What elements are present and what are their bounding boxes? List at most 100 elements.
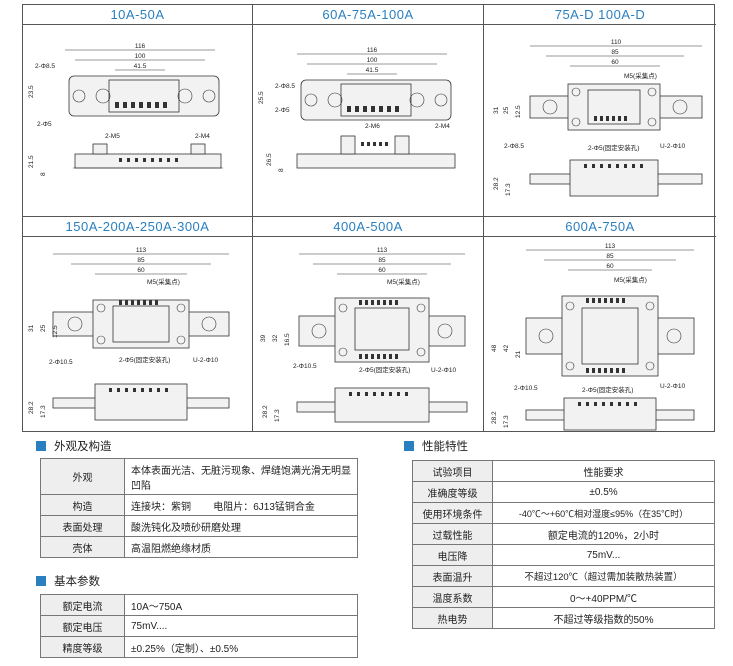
row-label: 外观: [40, 458, 125, 495]
drawing-cell-75a-d: 75A-D 100A-D 110 85 60 M5(采集点) 31 25 12.…: [484, 5, 716, 217]
dim-base-height: 17.3: [503, 415, 510, 428]
dim-screw-b: 2-M4: [435, 123, 450, 130]
table-row: 表面温升 不超过120℃（超过需加装散热装置）: [412, 565, 715, 587]
dim-base-height: 8: [40, 172, 47, 176]
dim-height-2: 42: [503, 344, 510, 352]
dim-screw: M5(采集点): [624, 71, 657, 80]
drawing-cell-400a-500a: 400A-500A 113 85 60 M5(采集点) 39 32 16.5 2…: [253, 217, 484, 432]
row-label: 额定电流: [40, 594, 125, 616]
row-label: 精度等级: [40, 636, 125, 658]
row-value: ±0.5%: [492, 481, 715, 503]
dim-base-height: 17.3: [40, 405, 47, 418]
dim-mid-width: 85: [137, 257, 145, 264]
dim-hole-big: 2-Φ10.5: [293, 363, 317, 370]
dim-screw: M5(采集点): [387, 277, 420, 286]
drawing-cell-10a-50a: 10A-50A 116 100 41.5 2-Φ8.5 2-Φ5 23.5 2-…: [23, 5, 253, 217]
basic-heading-text: 基本参数: [54, 576, 100, 588]
table-row: 构造 连接块：紫铜 电阻片：6J13锰铜合金: [40, 494, 358, 516]
performance-table: 试验项目 性能要求 准确度等级 ±0.5% 使用环境条件 -40℃～+60℃相对…: [412, 460, 715, 629]
dim-height-2: 25: [40, 324, 47, 332]
dim-inner-width: 60: [611, 59, 619, 66]
table-row: 电压降 75mV...: [412, 544, 715, 566]
table-row: 额定电压 75mV....: [40, 615, 358, 637]
cell-title: 60A-75A-100A: [253, 5, 483, 25]
row-value: 本体表面光洁、无脏污现象、焊缝饱满光滑无明显凹陷: [124, 458, 358, 495]
dim-mid-width: 85: [378, 257, 386, 264]
row-value: 不超过等级指数的50%: [492, 607, 715, 629]
row-label: 准确度等级: [412, 481, 493, 503]
row-value: 酸洗钝化及喷砂研磨处理: [124, 515, 358, 537]
dim-height: 31: [493, 106, 500, 114]
section-marker-icon: [36, 576, 46, 586]
dim-screw: M5(采集点): [614, 275, 647, 284]
drawing-cell-150a-300a: 150A-200A-250A-300A 113 85 60 M5(采集点) 31…: [23, 217, 253, 432]
section-marker-icon: [404, 441, 414, 451]
dim-hole-big: 2-Φ10.5: [514, 385, 538, 392]
dim-hole-small: 2-Φ5(固定安装孔): [588, 143, 639, 152]
row-value: 额定电流的120%，2小时: [492, 523, 715, 545]
shunt-drawing-150a-300a: 113 85 60 M5(采集点) 31 25 12.5 2-Φ10.5 2-Φ…: [28, 247, 230, 421]
dim-mid-width: 85: [606, 253, 614, 260]
row-value: 75mV...: [492, 544, 715, 566]
cell-title: 400A-500A: [253, 217, 483, 237]
dim-total-width: 113: [377, 247, 388, 254]
dim-height-3: 16.5: [284, 333, 291, 346]
dim-hole-big: 2-Φ8.5: [35, 63, 55, 70]
dim-u: U-2-Φ10: [660, 383, 685, 390]
row-label: 构造: [40, 494, 125, 516]
dim-mid-width: 85: [611, 49, 619, 56]
dim-inner-width: 60: [378, 267, 386, 274]
cell-title: 10A-50A: [23, 5, 252, 25]
dim-hole-small: 2-Φ5(固定安装孔): [119, 355, 170, 364]
row-label: 表面处理: [40, 515, 125, 537]
dim-hole-small: 2-Φ5(固定安装孔): [359, 365, 410, 374]
dim-side-height: 28.2: [493, 177, 500, 190]
dim-height: 31: [28, 324, 35, 332]
row-label: 使用环境条件: [412, 502, 493, 524]
table-row: 热电势 不超过等级指数的50%: [412, 607, 715, 629]
dim-side-height: 26.5: [266, 153, 273, 166]
shunt-drawing-600a-750a: 113 85 60 M5(采集点) 48 42 21 2-Φ10.5 2-Φ5(…: [491, 243, 695, 431]
table-row: 准确度等级 ±0.5%: [412, 481, 715, 503]
dim-height: 25.5: [258, 91, 265, 104]
header-label: 试验项目: [412, 460, 493, 482]
dim-screw: M5(采集点): [147, 277, 180, 286]
row-label: 表面温升: [412, 565, 493, 587]
dim-base-height: 17.3: [505, 183, 512, 196]
dim-inner-width: 60: [137, 267, 145, 274]
dim-height-3: 12.5: [515, 105, 522, 118]
dim-u: U-2-Φ10: [660, 143, 685, 150]
row-value: ±0.25%（定制）、±0.5%: [124, 636, 358, 658]
table-row: 外观 本体表面光洁、无脏污现象、焊缝饱满光滑无明显凹陷: [40, 458, 358, 495]
shunt-drawing-400a-500a: 113 85 60 M5(采集点) 39 32 16.5 2-Φ10.5 2-Φ…: [260, 247, 468, 423]
table-row: 温度系数 0～+40PPM/℃: [412, 586, 715, 608]
dim-hole-big: 2-Φ8.5: [275, 83, 295, 90]
cell-title: 75A-D 100A-D: [484, 5, 716, 25]
dim-side-height: 28.2: [491, 411, 498, 424]
dim-mid-width: 100: [135, 53, 146, 60]
row-label: 过载性能: [412, 523, 493, 545]
dim-total-width: 113: [136, 247, 147, 254]
dim-hole-small: 2-Φ5: [37, 121, 52, 128]
dim-mid-width: 100: [367, 57, 378, 64]
dim-total-width: 116: [135, 43, 146, 50]
shunt-drawing-60a-100a: 116 100 41.5 2-Φ8.5 2-Φ5 25.5 2-M6 2-M4 …: [258, 47, 456, 172]
drawing-cell-60a-100a: 60A-75A-100A 116 100 41.5 2-Φ8.5 2-Φ5 25…: [253, 5, 484, 217]
section-marker-icon: [36, 441, 46, 451]
drawing-cell-600a-750a: 600A-750A 113 85 60 M5(采集点) 48 42 21 2-Φ…: [484, 217, 716, 432]
performance-heading: 性能特性: [404, 438, 468, 454]
cell-title: 600A-750A: [484, 217, 716, 237]
dim-inner-width: 41.5: [366, 67, 379, 74]
dim-total-width: 110: [611, 39, 622, 46]
dim-hole-big: 2-Φ8.5: [504, 143, 524, 150]
dim-screw-a: 2-M6: [365, 123, 380, 130]
dim-total-width: 116: [367, 47, 378, 54]
row-value: 10A～750A: [124, 594, 358, 616]
dim-height: 23.5: [28, 85, 35, 98]
table-row: 过载性能 额定电流的120%，2小时: [412, 523, 715, 545]
table-row: 使用环境条件 -40℃～+60℃相对湿度≤95%（在35℃时）: [412, 502, 715, 524]
appearance-heading-text: 外观及构造: [54, 441, 112, 453]
row-value: -40℃～+60℃相对湿度≤95%（在35℃时）: [492, 502, 715, 524]
shunt-drawing-75a-d: 110 85 60 M5(采集点) 31 25 12.5 2-Φ8.5 2-Φ5…: [493, 39, 703, 197]
dim-u: U-2-Φ10: [193, 357, 218, 364]
